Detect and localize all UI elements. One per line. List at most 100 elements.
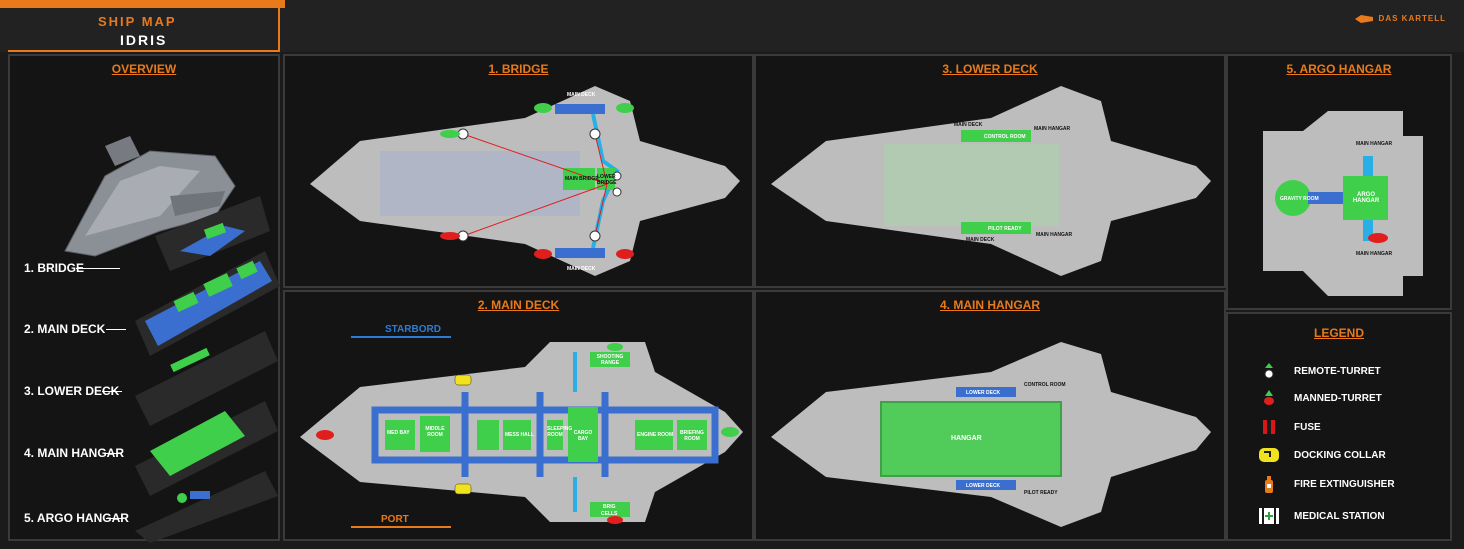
fuse-icon [1258,418,1280,436]
port-label: PORT [381,514,409,525]
argo-hangar-panel: 5. ARGO HANGAR GRAVITY ROOM ARGO HANGAR … [1226,54,1452,310]
main-hangar-panel: 4. MAIN HANGAR HANGAR LOWER DECK CONTROL… [754,290,1226,541]
starboard-underline [351,336,451,338]
overview-pointer-bridge [76,268,120,269]
briefing-room-label: BRIEFING ROOM [680,430,704,442]
hangar-label-lower-deck-bottom: LOWER DECK [966,483,1001,489]
legend-item-docking-collar: DOCKING COLLAR [1258,446,1386,464]
overview-label-lower-deck: 3. LOWER DECK [24,384,120,398]
overview-pointer-main-deck [106,329,126,330]
main-deck-panel: 2. MAIN DECK STARBORD PORT [283,290,754,541]
hangar-label: HANGAR [951,435,982,442]
legend-label: FUSE [1294,421,1321,433]
page-subtitle: IDRIS [120,32,168,48]
argo-label-argo-hangar: ARGO HANGAR [1352,192,1380,204]
legend-title: LEGEND [1313,326,1364,340]
argo-hangar-title: 5. ARGO HANGAR [1286,62,1392,76]
lower-deck-label-main-deck-top: MAIN DECK [954,122,983,128]
overview-label-main-deck: 2. MAIN DECK [24,322,106,336]
header-accent [0,0,285,8]
bridge-label-lower-bridge: LOWER BRIDGE [597,174,617,186]
bridge-panel: 1. BRIDGE MAIN [283,54,754,288]
remote-turret-icon [1258,362,1280,380]
docking-collar-icon [1258,446,1280,464]
hangar-label-control-room: CONTROL ROOM [1024,382,1066,388]
main-hangar-map [771,342,1211,527]
overview-label-argo-hangar: 5. ARGO HANGAR [24,511,129,525]
hangar-corridor-bottom [956,480,1016,490]
overview-layer-main-deck [135,251,280,356]
argo-label-main-hangar-bottom: MAIN HANGAR [1356,251,1393,257]
bridge-corridor-bottom [555,248,605,258]
main-deck-title: 2. MAIN DECK [477,298,560,312]
brand-logo: DAS KARTELL [1354,14,1446,23]
middle-room-label: MIDDLE ROOM [425,426,445,438]
main-deck-map [300,342,743,524]
lower-deck-label-pilot-ready: PILOT READY [988,226,1022,232]
hangar-label-lower-deck-top: LOWER DECK [966,390,1001,396]
argo-hangar-map [1263,111,1423,296]
argo-label-main-hangar-top: MAIN HANGAR [1356,141,1393,147]
main-deck-docking-collars [454,374,472,495]
legend-item-fire-extinguisher: FIRE EXTINGUISHER [1258,475,1395,493]
argo-label-gravity-room: GRAVITY ROOM [1280,196,1319,202]
lower-deck-label-control-room: CONTROL ROOM [984,134,1026,140]
legend-label: FIRE EXTINGUISHER [1294,478,1395,490]
legend-item-medical-station: MEDICAL STATION [1258,507,1385,525]
med-bay-label: MED BAY [387,430,410,436]
lower-deck-label-main-hangar-top: MAIN HANGAR [1034,126,1071,132]
legend-item-manned-turret: MANNED-TURRET [1258,389,1382,407]
page-title: SHIP MAP [98,14,177,29]
control-room [961,130,1031,142]
overview-label-main-hangar: 4. MAIN HANGAR [24,446,125,460]
lower-deck-title: 3. LOWER DECK [942,62,1038,76]
lower-deck-faded-hangar [884,144,1059,226]
overview-layer-argo-hangar [135,471,278,543]
engine-room-label: ENGINE ROOM [637,432,674,438]
legend-label: DOCKING COLLAR [1294,449,1386,461]
legend-label: MEDICAL STATION [1294,510,1385,522]
main-bridge-room [563,168,595,190]
gravity-room [1275,180,1311,216]
bridge-label-main-bridge: MAIN BRIDGE [565,176,599,182]
fire-extinguisher-icon [1258,475,1280,493]
argo-stair-bottom [1363,216,1373,241]
bridge-faded-lower-layer [380,151,580,216]
argo-hangar-room [1343,176,1388,220]
lower-deck-label-main-deck-bottom: MAIN DECK [966,237,995,243]
legend-item-remote-turret: REMOTE-TURRET [1258,362,1381,380]
legend-label: MANNED-TURRET [1294,392,1382,404]
cargo-bay-label: CARGO BAY [573,430,593,442]
overview-title: OVERVIEW [111,62,177,76]
bridge-label-main-deck-top: MAIN DECK [567,92,596,98]
bridge-turret-control-lines [462,133,608,237]
overview-layer-main-hangar [135,401,278,496]
overview-panel: OVERVIEW [8,54,280,543]
overview-pointer-argo-hangar [106,518,122,519]
pilot-ready-room [961,222,1031,234]
hangar-corridor-top [956,387,1016,397]
hangar-bay [880,401,1062,477]
bridge-corridor-top [555,104,605,114]
overview-label-bridge: 1. BRIDGE [24,261,85,275]
brand-emblem-icon [1354,14,1373,23]
bridge-turrets [440,103,634,259]
lower-deck-panel: 3. LOWER DECK CONTROL ROOM PILOT READY M… [754,54,1226,288]
legend-panel: LEGEND REMOTE-TURRET MANNED-TURRET FUSE … [1226,312,1452,541]
hangar-label-pilot-ready: PILOT READY [1024,490,1058,496]
main-deck-rooms [385,352,707,517]
mess-hall-label: MESS HALL [505,432,534,438]
bridge-label-main-deck-bottom: MAIN DECK [567,266,596,272]
main-deck-corridors [371,392,719,477]
starboard-label: STARBORD [385,324,441,335]
brig-label: BRIG [603,504,616,510]
lower-deck-map [771,86,1211,276]
bridge-turret-markers [457,128,622,242]
port-underline [351,526,451,528]
cells-label: CELLS [601,511,618,517]
header-title-box [8,0,280,52]
brand-name: DAS KARTELL [1378,14,1446,23]
bridge-deck-map [310,86,740,276]
medical-station-icon [1258,507,1280,525]
header-bar: SHIP MAP IDRIS DAS KARTELL [0,0,1464,52]
